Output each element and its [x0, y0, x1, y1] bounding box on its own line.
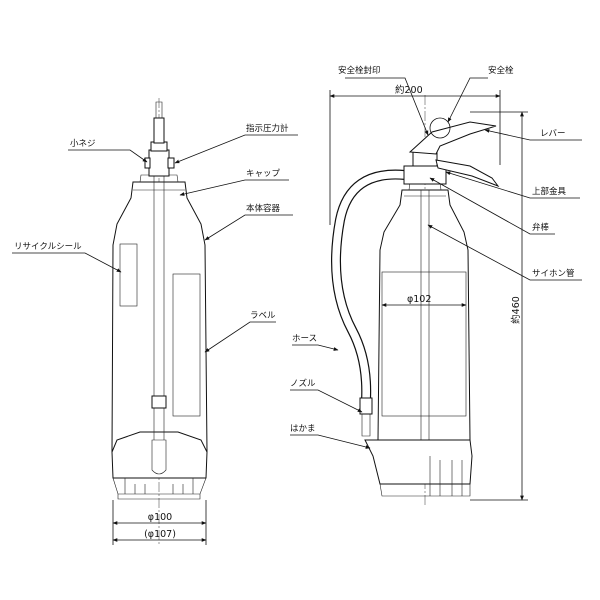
- front-siphon-tip: [151, 439, 167, 475]
- side-body-container: [377, 189, 471, 441]
- label-recycle-seal: リサイクルシール: [14, 242, 82, 252]
- leader-safety-pin: [447, 77, 488, 123]
- front-tube-coupling: [151, 395, 167, 409]
- front-small-screw: [144, 157, 151, 169]
- side-lever: [408, 121, 497, 155]
- dim-width-107: (φ107): [144, 529, 176, 540]
- label-siphon-tube: サイホン管: [532, 268, 575, 279]
- side-hakama: [364, 439, 473, 485]
- side-handle: [435, 159, 500, 188]
- dim-width-100: φ100: [148, 512, 172, 523]
- front-view: φ100 (φ107) 小ネジ 指示圧力計 キャップ 本体容器 リサイクルシール…: [12, 98, 298, 545]
- label-small-screw: 小ネジ: [70, 138, 96, 149]
- label-cap: キャップ: [246, 169, 281, 179]
- leader-label: [204, 321, 276, 353]
- front-valve-head: [148, 149, 170, 177]
- leader-upper-fitting: [445, 171, 580, 199]
- front-gauge-stub: [167, 157, 175, 169]
- leader-siphon-tube: [427, 224, 582, 281]
- label-pressure-gauge: 指示圧力計: [246, 123, 289, 134]
- leader-valve-stem: [429, 177, 555, 235]
- label-valve-stem: 弁棒: [532, 222, 550, 233]
- label-upper-fitting: 上部金具: [532, 186, 567, 197]
- leader-cap: [179, 179, 289, 196]
- side-base-foot: [379, 456, 471, 497]
- dim-height-460: 約460: [510, 296, 522, 324]
- label-nozzle: ノズル: [290, 378, 316, 389]
- leader-pressure-gauge: [174, 134, 298, 164]
- side-siphon-tube: [420, 190, 430, 440]
- label-hose: ホース: [292, 334, 317, 344]
- dim-diameter-102: φ102: [407, 294, 431, 305]
- front-hakama: [111, 431, 208, 479]
- side-view: 約200 約460 φ102 安全栓封印 安全栓 レバー 上部金具 弁棒 サイホ…: [290, 65, 582, 505]
- leader-hakama: [290, 434, 371, 449]
- dim-width-200: 約200: [395, 84, 423, 96]
- label-label: ラベル: [250, 311, 276, 321]
- front-body-container: [111, 181, 208, 453]
- label-lever: レバー: [540, 129, 566, 139]
- leader-nozzle: [290, 389, 363, 413]
- front-label-rect: [172, 273, 201, 417]
- leader-body-container: [204, 214, 293, 241]
- front-recycle-seal-rect: [119, 243, 138, 307]
- front-nozzle-tip: [155, 101, 163, 118]
- leader-lever: [484, 129, 582, 141]
- leader-hose: [292, 344, 339, 351]
- leader-safety-pin-seal: [345, 77, 429, 136]
- front-base-foot: [112, 477, 207, 500]
- label-hakama: はかま: [290, 424, 316, 434]
- label-safety-pin-seal: 安全栓封印: [338, 65, 381, 76]
- side-nozzle: [359, 397, 373, 415]
- side-nozzle-tip: [361, 414, 371, 437]
- leader-recycle-seal: [12, 252, 122, 273]
- leader-small-screw: [68, 149, 148, 163]
- label-body-container: 本体容器: [246, 203, 281, 214]
- label-safety-pin: 安全栓: [488, 65, 514, 76]
- front-base-ribs: [124, 478, 194, 494]
- side-label-rect: [381, 271, 467, 417]
- front-valve-stem-top: [153, 117, 165, 144]
- side-safety-pin-ring: [429, 117, 451, 139]
- side-hose-inner: [332, 170, 406, 401]
